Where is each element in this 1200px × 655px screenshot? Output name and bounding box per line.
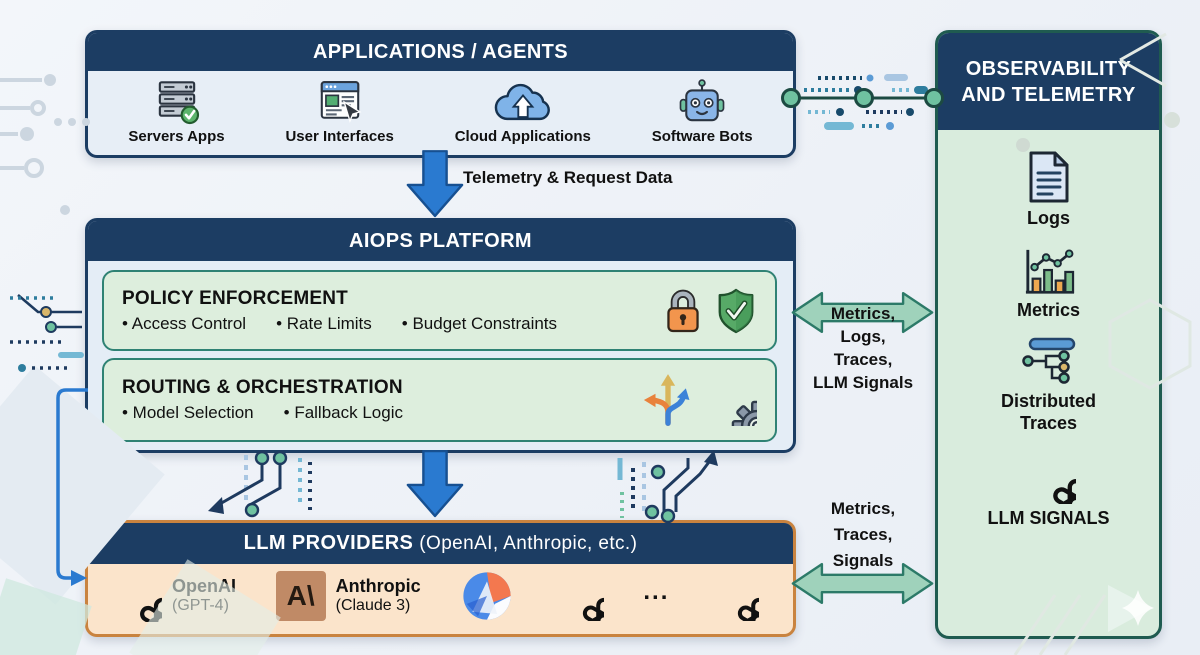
- bullet-item: • Model Selection: [122, 403, 254, 422]
- telemetry-flow-label: Telemetry & Request Data: [463, 168, 673, 187]
- applications-items: Servers Apps User Interfaces Cloud Appli…: [88, 71, 793, 152]
- circuit-decoration-mid-right: [617, 450, 718, 524]
- app-item-servers: Servers Apps: [128, 78, 225, 145]
- obs-item-logs: Logs: [1026, 150, 1072, 230]
- more-providers-ellipsis: ...: [643, 578, 670, 605]
- aiops-llm-connector: [56, 388, 88, 586]
- exchange-label-line: Traces,: [833, 350, 893, 369]
- observability-telemetry-panel: OBSERVABILITY AND TELEMETRY Logs Metrics…: [935, 30, 1162, 639]
- aiops-platform-title: AIOPS PLATFORM: [88, 221, 793, 261]
- apps-observability-connector: [781, 88, 944, 108]
- app-item-user-interfaces: User Interfaces: [285, 78, 394, 145]
- exchange-label-line: LLM Signals: [812, 373, 914, 392]
- provider-model: (Claude 3): [335, 596, 411, 614]
- policy-enforcement-section: POLICY ENFORCEMENT • Access Control • Ra…: [102, 270, 777, 351]
- exchange-label-line: Logs,: [840, 327, 886, 346]
- aiops-platform-box: AIOPS PLATFORM POLICY ENFORCEMENT • Acce…: [85, 218, 796, 453]
- circuit-decoration: [0, 74, 90, 215]
- obs-item-llm-signals: LLM SIGNALS: [988, 450, 1110, 530]
- obs-item-label: Logs: [1027, 208, 1070, 228]
- applications-agents-title: APPLICATIONS / AGENTS: [88, 33, 793, 71]
- circuit-decoration-mid-left: [208, 450, 312, 518]
- llm-providers-title-rest: (OpenAI, Anthropic, etc.): [419, 532, 638, 554]
- obs-item-label: Distributed Traces: [1000, 391, 1096, 433]
- bullet-item: • Access Control: [122, 313, 247, 333]
- routing-orchestration-text: ROUTING & ORCHESTRATION • Model Selectio…: [104, 377, 643, 423]
- obs-item-label: LLM SIGNALS: [987, 508, 1110, 529]
- llm-providers-title-bold: LLM PROVIDERS: [243, 532, 414, 554]
- metrics-exchange-label-top: Metrics, Logs, Traces, LLM Signals: [791, 302, 935, 394]
- applications-agents-box: APPLICATIONS / AGENTS Servers Apps User …: [85, 30, 796, 158]
- provider-name: Anthropic: [335, 575, 421, 596]
- routing-orchestration-bullets: • Model Selection • Fallback Logic: [122, 403, 643, 423]
- policy-enforcement-text: POLICY ENFORCEMENT • Access Control • Ra…: [104, 288, 663, 334]
- bullet-item: • Budget Constraints: [401, 313, 558, 333]
- exchange-label-line: Metrics,: [830, 304, 896, 323]
- telemetry-flow-arrow: [405, 150, 465, 218]
- sparkle-decoration: [1122, 590, 1154, 626]
- metrics-exchange-label-bottom: Metrics, Traces, Signals: [791, 496, 935, 574]
- routing-orchestration-title: ROUTING & ORCHESTRATION: [122, 377, 403, 398]
- obs-item-distributed-traces: Distributed Traces: [984, 337, 1114, 434]
- provider-anthropic: A\ Anthropic (Claude 3): [275, 571, 421, 621]
- policy-enforcement-title: POLICY ENFORCEMENT: [122, 287, 348, 309]
- exchange-label-line: Signals: [832, 551, 894, 570]
- circuit-decoration-left: [10, 294, 84, 372]
- obs-item-label: Metrics: [1016, 299, 1081, 320]
- app-item-label: Cloud Applications: [454, 128, 591, 145]
- aiops-to-llm-arrow: [405, 449, 465, 519]
- app-item-cloud-applications: Cloud Applications: [455, 78, 591, 145]
- app-item-label: User Interfaces: [285, 128, 394, 145]
- observability-title: OBSERVABILITY AND TELEMETRY: [938, 33, 1159, 130]
- bullet-item: • Rate Limits: [276, 313, 372, 333]
- obs-item-metrics: Metrics: [1017, 246, 1080, 322]
- observability-items: Logs Metrics Distributed Traces LLM SIGN…: [938, 130, 1159, 530]
- policy-enforcement-bullets: • Access Control • Rate Limits • Budget …: [122, 314, 663, 334]
- background-shapes: [0, 32, 1192, 655]
- anthropic-logo-icon: A\: [275, 571, 326, 621]
- circuit-decoration-top-right: [804, 74, 928, 130]
- app-item-label: Servers Apps: [128, 128, 225, 145]
- exchange-label-line: Metrics,: [830, 499, 896, 518]
- app-item-label: Software Bots: [651, 128, 753, 145]
- bullet-item: • Fallback Logic: [283, 403, 403, 422]
- observability-title-line1: OBSERVABILITY: [965, 57, 1132, 80]
- routing-orchestration-section: ROUTING & ORCHESTRATION • Model Selectio…: [102, 358, 777, 442]
- app-item-software-bots: Software Bots: [652, 78, 753, 145]
- observability-title-line2: AND TELEMETRY: [961, 83, 1136, 106]
- exchange-label-line: Traces,: [833, 525, 893, 544]
- llm-providers-title: LLM PROVIDERS (OpenAI, Anthropic, etc.): [88, 523, 793, 564]
